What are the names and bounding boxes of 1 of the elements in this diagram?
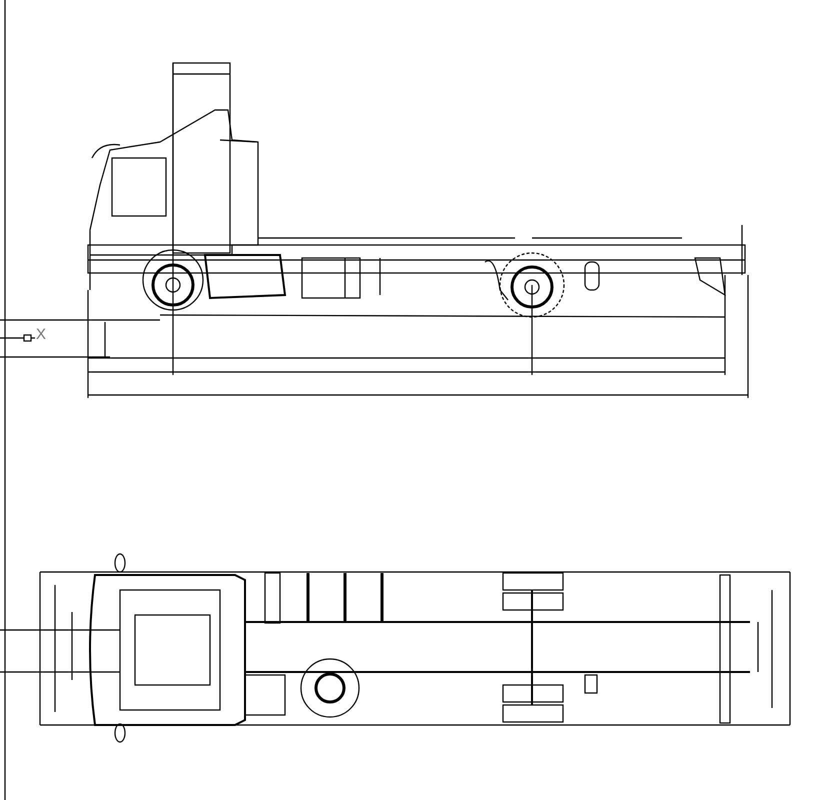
view-marker-label: X — [36, 327, 46, 342]
